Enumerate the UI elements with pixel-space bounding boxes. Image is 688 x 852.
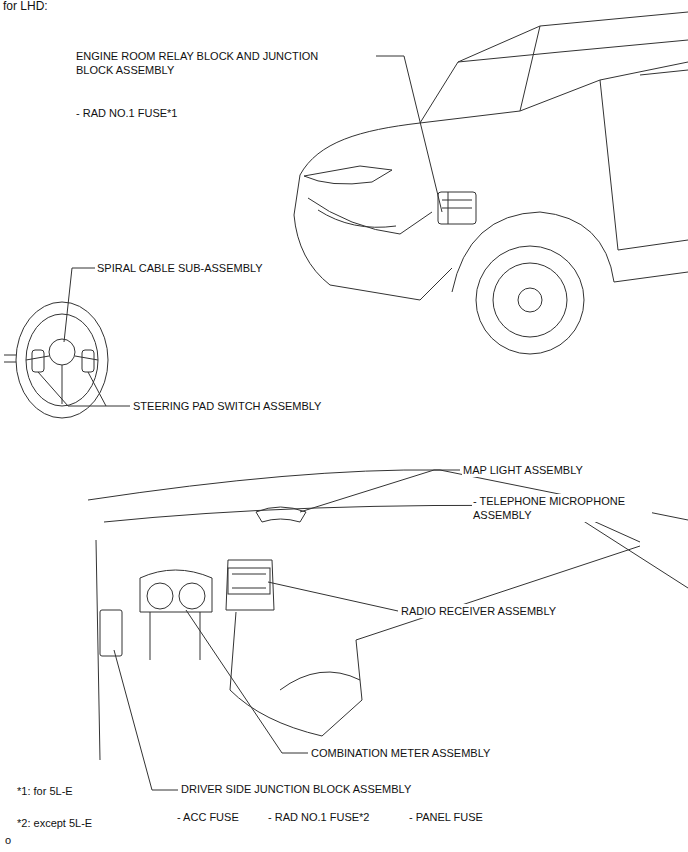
dash-lower (356, 546, 640, 640)
gauge (147, 583, 173, 609)
spiral-cable (49, 339, 75, 365)
leader-line (268, 582, 398, 611)
radio-unit (228, 568, 270, 594)
page-mark: o (4, 833, 12, 847)
wheel-arch (452, 212, 614, 292)
fuse-name: - RAD NO.1 FUSE*1 (75, 106, 178, 120)
part-name: MAP LIGHT ASSEMBLY (462, 463, 584, 477)
leader-line (64, 268, 95, 342)
note: *2: except 5L-E (16, 816, 93, 830)
tire (476, 246, 584, 354)
door-line (618, 240, 688, 250)
bumper (294, 175, 452, 300)
note: *1: for 5L-E (16, 784, 74, 798)
heading: for LHD: (2, 0, 49, 13)
part-name: RADIO RECEIVER ASSEMBLY (400, 604, 557, 618)
part-name: DRIVER SIDE JUNCTION BLOCK ASSEMBLY (180, 782, 412, 796)
windshield-edge (420, 12, 688, 123)
a-pillar (520, 26, 540, 111)
grille-bar (318, 210, 396, 227)
part-name: ENGINE ROOM RELAY BLOCK AND JUNCTION BLO… (75, 49, 339, 77)
armrest (280, 672, 360, 690)
leader-line (300, 470, 460, 512)
hood-edge (300, 62, 688, 175)
fuse-name: - RAD NO.1 FUSE*2 (267, 810, 370, 824)
door-edge (96, 540, 100, 760)
map-light (256, 507, 306, 522)
radio-detail (232, 574, 266, 588)
column (4, 355, 16, 362)
windshield-base (458, 40, 688, 62)
body-side (600, 80, 618, 250)
steering-wheel-inner (26, 314, 98, 406)
mirror (640, 70, 688, 75)
part-name: SPIRAL CABLE SUB-ASSEMBLY (96, 261, 264, 275)
leader-line (376, 56, 442, 212)
hub (518, 288, 542, 312)
pad-switch-right (82, 350, 94, 372)
grille (308, 198, 432, 234)
part-name: STEERING PAD SWITCH ASSEMBLY (132, 399, 322, 413)
center-panel (226, 560, 274, 610)
junction-block (100, 610, 122, 656)
leader-line (38, 372, 130, 406)
part-name: COMBINATION METER ASSEMBLY (310, 746, 491, 760)
relay-block-detail (442, 192, 472, 224)
fuse-name: - PANEL FUSE (408, 810, 484, 824)
leader-line (186, 610, 308, 753)
meter-housing (140, 570, 212, 612)
pad-switch-left (32, 350, 44, 372)
relay-block (438, 192, 476, 224)
steering-wheel (16, 302, 108, 418)
leader-line (114, 650, 178, 790)
center-console (230, 612, 362, 736)
headlight (304, 166, 392, 184)
part-name: - TELEPHONE MICROPHONE ASSEMBLY (472, 494, 652, 522)
sill (614, 272, 688, 282)
spokes (26, 356, 98, 404)
rim (493, 263, 567, 337)
fuse-name: - ACC FUSE (176, 810, 240, 824)
gauge (179, 583, 205, 609)
